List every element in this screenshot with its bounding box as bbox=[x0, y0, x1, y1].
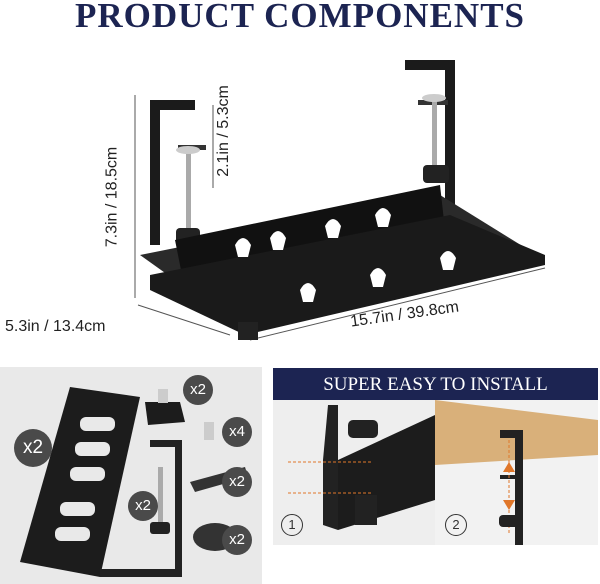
bracket-qty-badge: x2 bbox=[128, 491, 158, 521]
step-1-label: 1 bbox=[281, 514, 303, 536]
page-title: PRODUCT COMPONENTS bbox=[74, 0, 525, 35]
step-2-label: 2 bbox=[445, 514, 467, 536]
height-dimension: 7.3in / 18.5cm bbox=[103, 146, 121, 248]
components-panel: x2 x2 x4 x2 x2 x2 bbox=[0, 367, 262, 584]
cable-tray-illustration bbox=[134, 60, 546, 341]
install-banner: SUPER EASY TO INSTALL bbox=[273, 368, 598, 400]
square-pad-qty-badge: x2 bbox=[222, 467, 252, 497]
clamp-gap-dimension: 2.1in / 5.3cm bbox=[214, 85, 232, 177]
clamp-block-qty-badge: x2 bbox=[183, 375, 213, 405]
install-panel: SUPER EASY TO INSTALL 1 2 bbox=[273, 368, 598, 545]
tray-qty-badge: x2 bbox=[14, 429, 52, 467]
install-step1-illustration bbox=[288, 405, 435, 530]
screw-qty-badge: x4 bbox=[222, 417, 252, 447]
depth-dimension: 5.3in / 13.4cm bbox=[5, 318, 106, 335]
components-illustration bbox=[20, 387, 248, 577]
round-pad-qty-badge: x2 bbox=[222, 525, 252, 555]
